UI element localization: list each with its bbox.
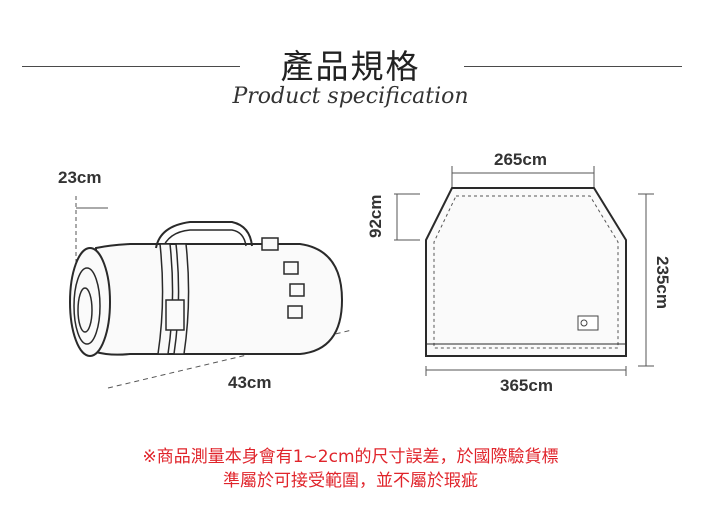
rolled-height-label: 23cm xyxy=(58,168,102,187)
brand-tag-icon xyxy=(577,315,599,331)
rolled-length-label: 43cm xyxy=(228,373,272,392)
note-line-2: 準屬於可接受範圍，並不屬於瑕疵 xyxy=(223,471,478,491)
flat-side-cut-label: 92cm xyxy=(366,194,385,238)
flat-bottom-width-label: 365cm xyxy=(500,376,553,395)
page-subtitle: Product specification xyxy=(232,84,469,109)
page-title: 產品規格 xyxy=(280,47,421,86)
flat-top-width-label: 265cm xyxy=(494,150,547,169)
note-line-1: ※商品測量本身會有1~2cm的尺寸誤差，於國際驗貨標 xyxy=(142,447,559,467)
flat-height-label: 235cm xyxy=(653,256,672,309)
title-rule-left xyxy=(22,66,240,67)
title-rule-right xyxy=(464,66,682,67)
